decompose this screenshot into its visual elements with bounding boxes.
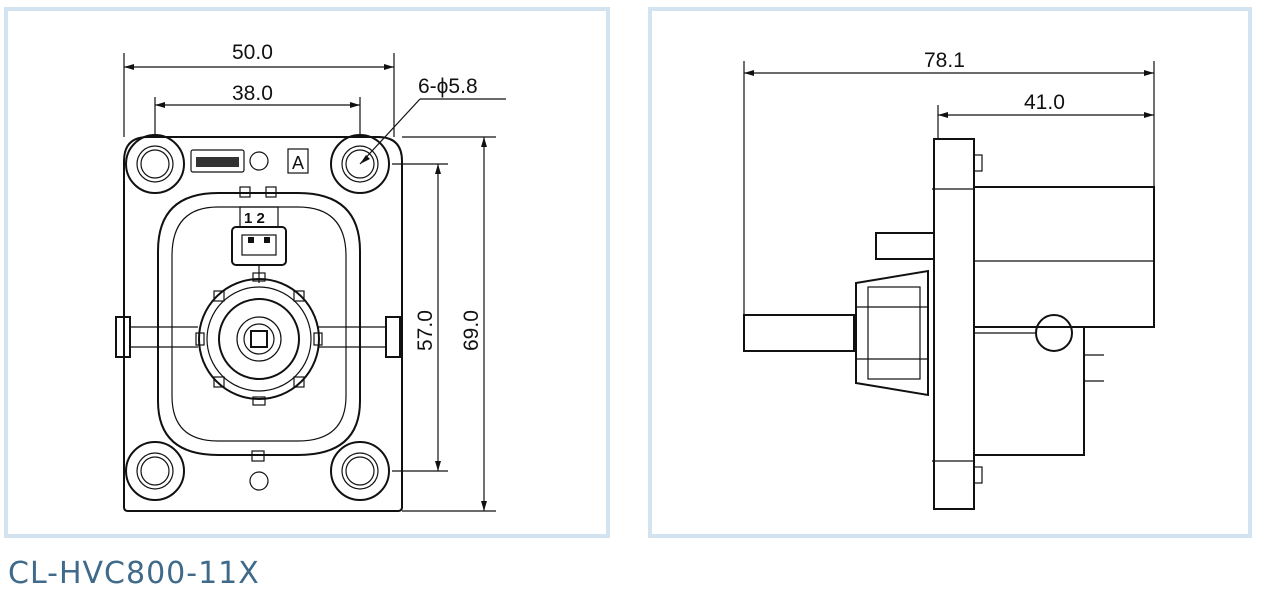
terminal-bayonet-ring bbox=[198, 278, 320, 400]
hvil-connector bbox=[231, 226, 287, 266]
side-ear-left bbox=[115, 316, 131, 358]
svg-text:50.0: 50.0 bbox=[232, 41, 273, 64]
front-view-drawing: A 1 2 bbox=[115, 41, 506, 512]
gasket-tab-bottom bbox=[251, 450, 265, 462]
plug-inner bbox=[867, 286, 921, 380]
dim-hole-spacing-v: 57.0 bbox=[392, 163, 448, 472]
side-view-drawing: 78.1 41.0 bbox=[743, 49, 1155, 510]
svg-text:78.1: 78.1 bbox=[924, 49, 965, 72]
dim-overall-length: 78.1 bbox=[743, 49, 1155, 315]
mounting-hole-top-left bbox=[125, 134, 185, 194]
pin-labels: 1 2 bbox=[244, 210, 265, 227]
dim-overall-height: 69.0 bbox=[402, 136, 496, 512]
terminal-shell bbox=[218, 298, 300, 380]
side-ear-right bbox=[385, 316, 401, 358]
rear-pin bbox=[743, 314, 855, 352]
svg-text:38.0: 38.0 bbox=[232, 82, 273, 105]
dim-hole-callout: 6-ϕ5.8 bbox=[359, 75, 506, 165]
gasket-outer bbox=[157, 192, 361, 456]
svg-text:69.0: 69.0 bbox=[460, 310, 483, 351]
logo-plate bbox=[190, 149, 245, 173]
housing-lower bbox=[973, 326, 1085, 456]
gasket-tab-right bbox=[265, 186, 277, 198]
marking-letter: A bbox=[292, 153, 304, 173]
svg-text:57.0: 57.0 bbox=[414, 310, 437, 351]
dim-rear-length: 41.0 bbox=[937, 91, 1154, 139]
logo-mark bbox=[196, 157, 239, 167]
terminal-socket bbox=[236, 316, 282, 362]
latch bbox=[875, 232, 935, 260]
mounting-hole-bottom-right bbox=[330, 441, 390, 501]
dim-overall-width: 50.0 bbox=[123, 41, 395, 137]
mounting-hole-bottom-left bbox=[125, 441, 185, 501]
flange-outline bbox=[123, 136, 403, 512]
gasket-inner bbox=[171, 206, 347, 442]
svg-text:6-ϕ5.8: 6-ϕ5.8 bbox=[418, 75, 478, 98]
marking-box bbox=[287, 148, 309, 174]
locating-hole-bottom bbox=[249, 471, 269, 491]
bayonet-notches bbox=[195, 272, 323, 406]
hvil-connector-face bbox=[241, 234, 277, 256]
side-view-panel: 78.1 41.0 bbox=[648, 7, 1252, 538]
flange-side bbox=[933, 138, 975, 510]
locating-hole-top bbox=[249, 151, 269, 171]
housing-upper bbox=[973, 186, 1155, 328]
boss bbox=[1035, 314, 1073, 352]
gasket-tab-left bbox=[239, 186, 251, 198]
model-code: CL-HVC800-11X bbox=[8, 556, 260, 591]
dim-hole-spacing-h: 38.0 bbox=[154, 82, 361, 137]
svg-text:41.0: 41.0 bbox=[1024, 91, 1065, 114]
plug-body bbox=[855, 269, 929, 397]
terminal-pin bbox=[250, 330, 268, 348]
front-view-panel: A 1 2 bbox=[4, 7, 610, 538]
